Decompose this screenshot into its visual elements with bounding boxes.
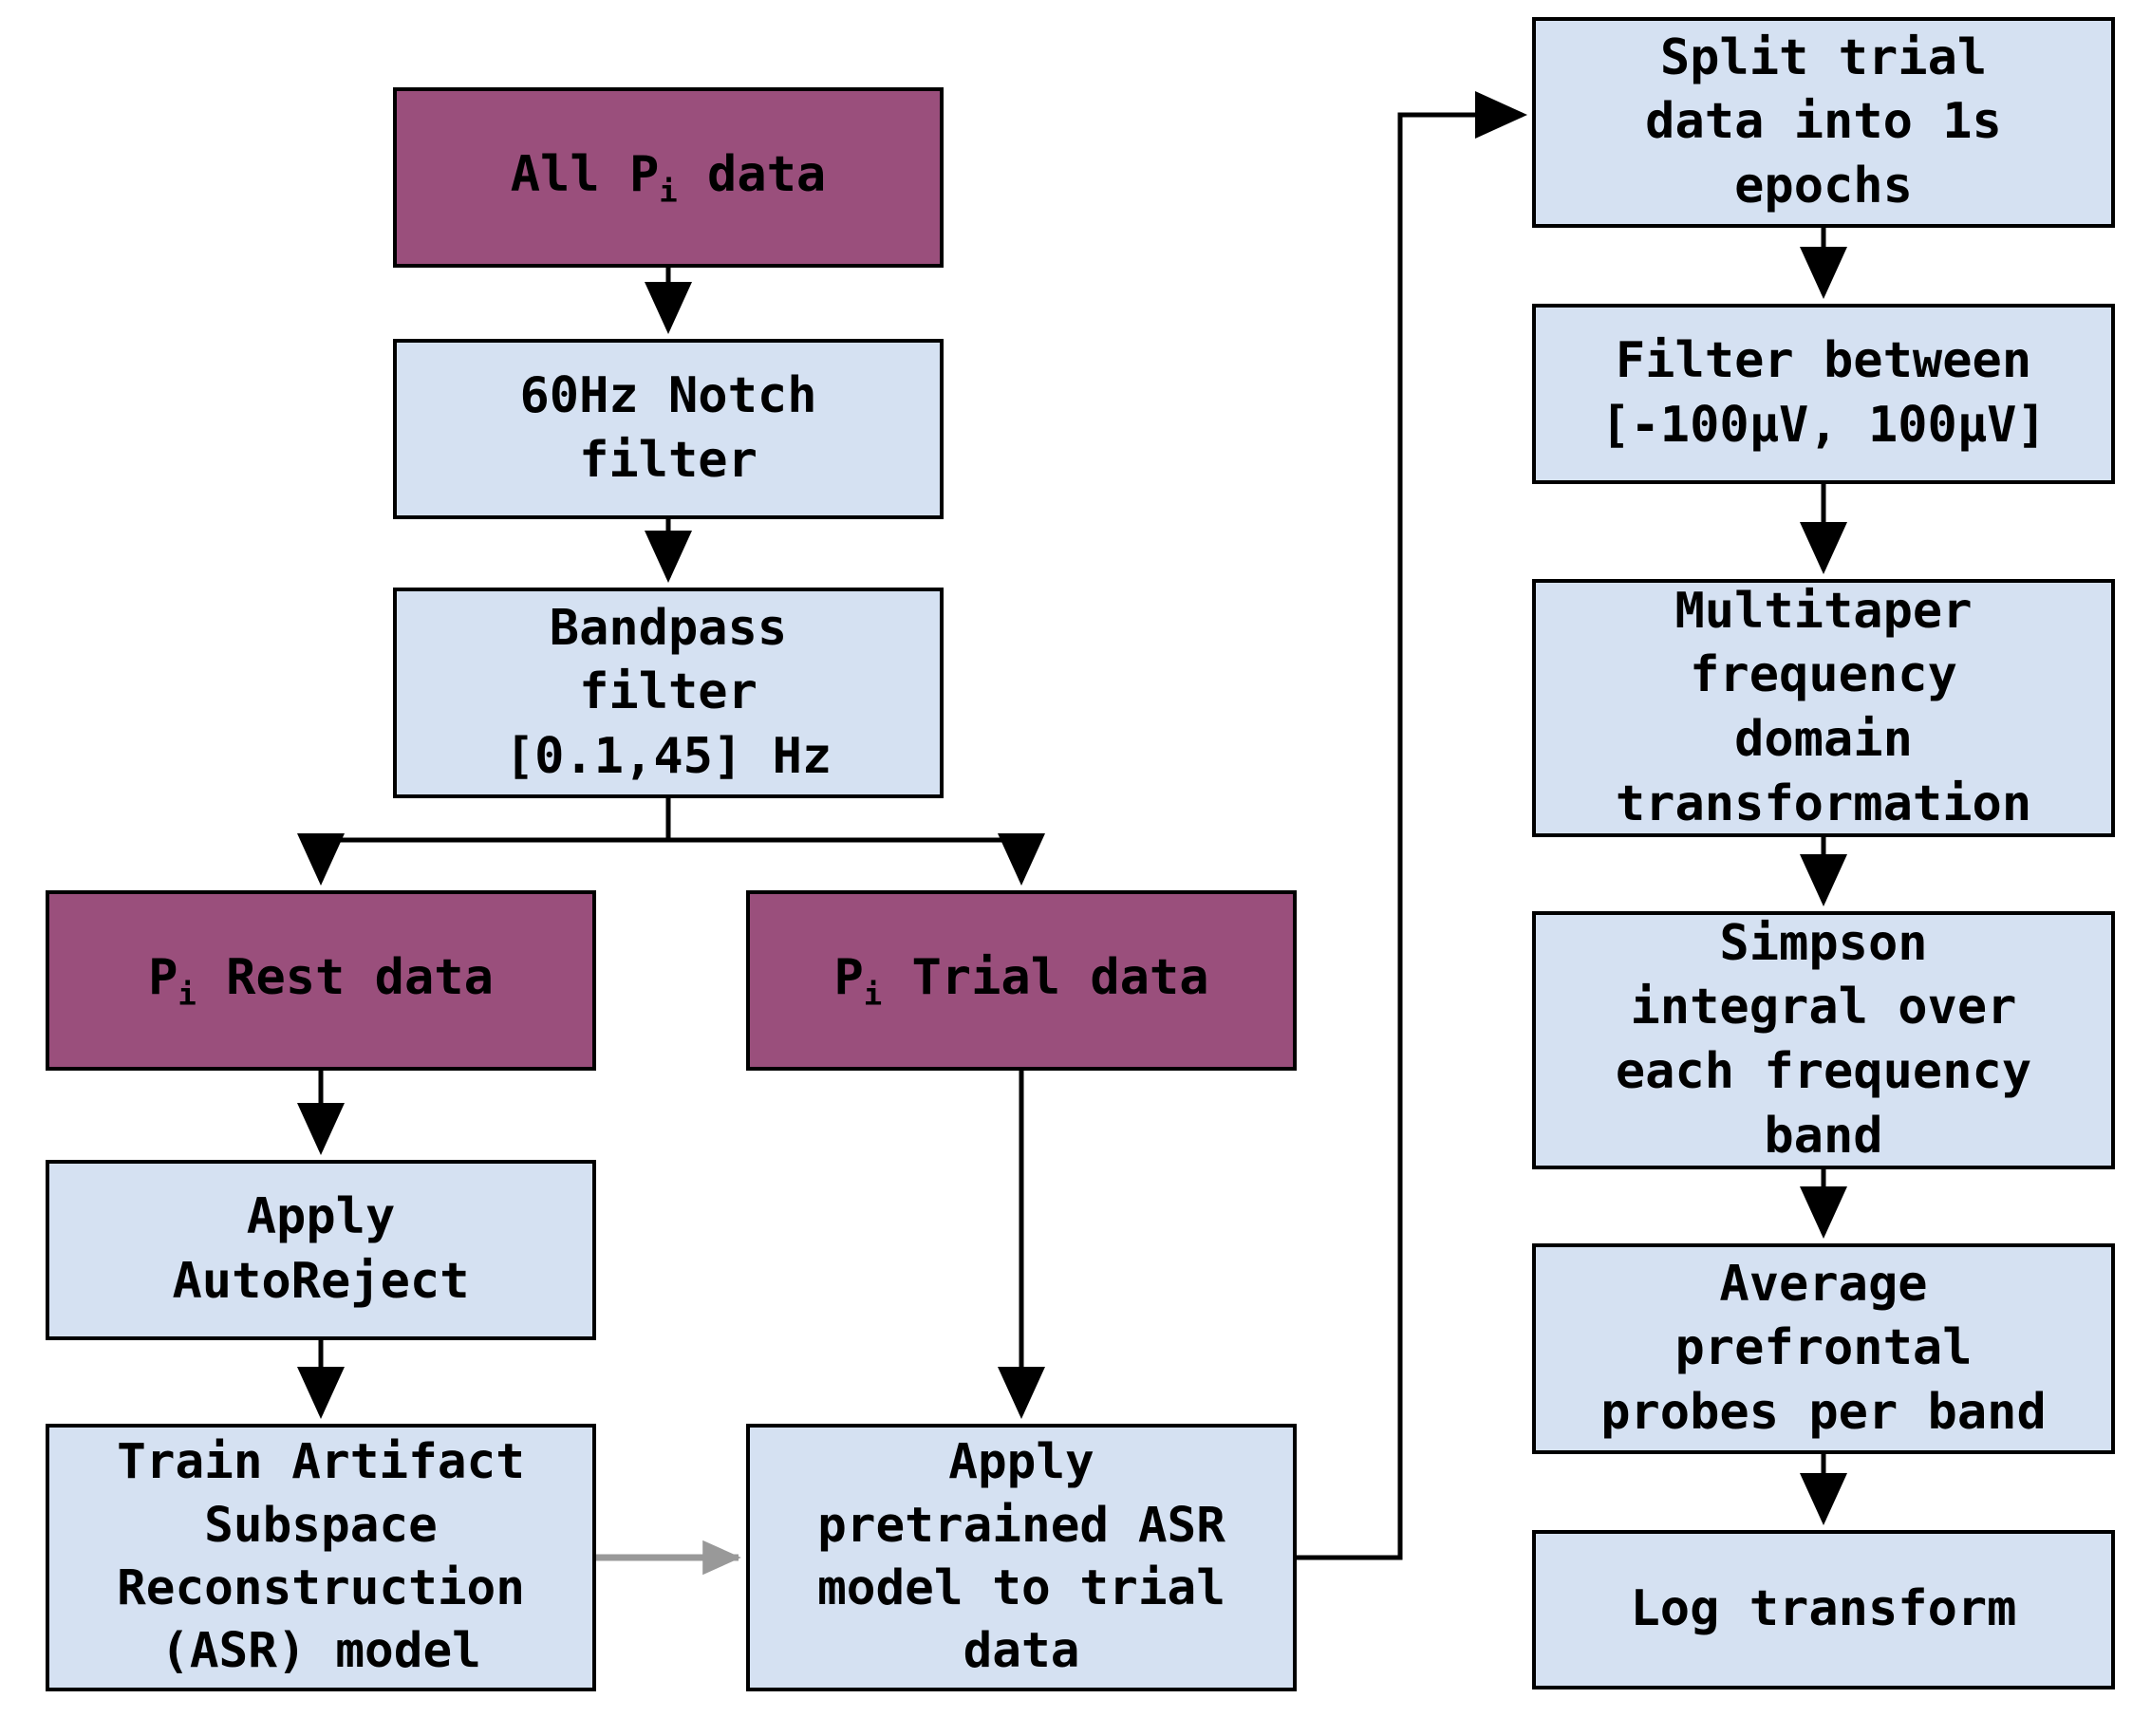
node-split-epochs-label: Split trial data into 1s epochs bbox=[1645, 28, 2002, 215]
node-rest-data-label: Pi Rest data bbox=[148, 948, 494, 1013]
node-notch-filter-label: 60Hz Notch filter bbox=[519, 367, 817, 489]
node-bandpass-filter-label: Bandpass filter [0.1,45] Hz bbox=[504, 599, 832, 785]
node-log-transform-label: Log transform bbox=[1630, 1580, 2017, 1638]
node-amplitude-filter-label: Filter between [-100µV, 100µV] bbox=[1600, 332, 2047, 454]
node-train-asr[interactable]: Train Artifact Subspace Reconstruction (… bbox=[46, 1424, 596, 1691]
node-trial-data-label: Pi Trial data bbox=[833, 948, 1209, 1013]
node-trial-data[interactable]: Pi Trial data bbox=[746, 890, 1297, 1071]
node-rest-data[interactable]: Pi Rest data bbox=[46, 890, 596, 1071]
node-notch-filter[interactable]: 60Hz Notch filter bbox=[393, 339, 944, 519]
node-multitaper-label: Multitaper frequency domain transformati… bbox=[1615, 582, 2032, 832]
node-simpson-integral-label: Simpson integral over each frequency ban… bbox=[1615, 914, 2032, 1165]
node-log-transform[interactable]: Log transform bbox=[1532, 1530, 2115, 1689]
node-train-asr-label: Train Artifact Subspace Reconstruction (… bbox=[117, 1434, 525, 1680]
edge-apply-asr-to-split-epochs bbox=[1297, 91, 1527, 1560]
node-all-data-label: All Pi data bbox=[510, 145, 827, 210]
node-apply-asr-label: Apply pretrained ASR model to trial data bbox=[817, 1434, 1225, 1680]
node-simpson-integral[interactable]: Simpson integral over each frequency ban… bbox=[1532, 911, 2115, 1169]
node-apply-asr[interactable]: Apply pretrained ASR model to trial data bbox=[746, 1424, 1297, 1691]
node-multitaper[interactable]: Multitaper frequency domain transformati… bbox=[1532, 579, 2115, 837]
node-autoreject[interactable]: Apply AutoReject bbox=[46, 1160, 596, 1340]
node-split-epochs[interactable]: Split trial data into 1s epochs bbox=[1532, 17, 2115, 228]
node-average-prefrontal-label: Average prefrontal probes per band bbox=[1600, 1255, 2047, 1441]
node-bandpass-filter[interactable]: Bandpass filter [0.1,45] Hz bbox=[393, 588, 944, 798]
node-amplitude-filter[interactable]: Filter between [-100µV, 100µV] bbox=[1532, 304, 2115, 484]
node-average-prefrontal[interactable]: Average prefrontal probes per band bbox=[1532, 1243, 2115, 1454]
node-all-data[interactable]: All Pi data bbox=[393, 87, 944, 268]
node-autoreject-label: Apply AutoReject bbox=[172, 1188, 470, 1310]
